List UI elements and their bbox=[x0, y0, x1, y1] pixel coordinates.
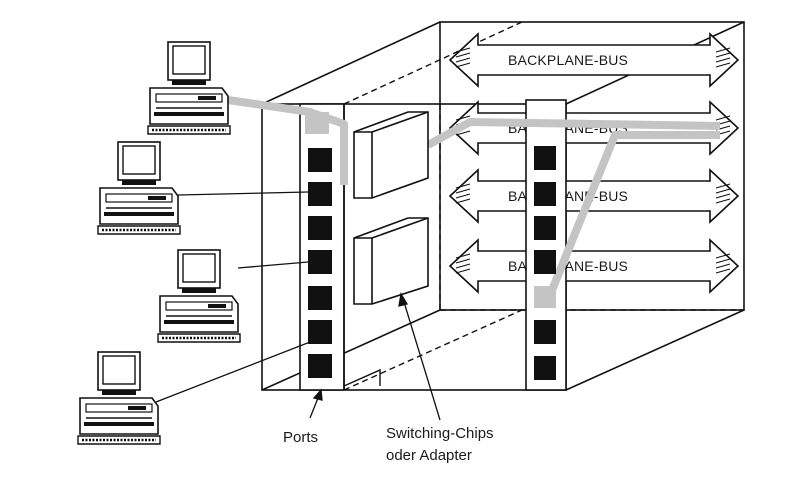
backplane-bus-arrow bbox=[448, 100, 740, 156]
data-path-exit bbox=[534, 286, 556, 308]
bus-hatch-mark bbox=[715, 188, 731, 194]
bus-hatch-mark bbox=[455, 115, 471, 121]
bus-hatch-mark bbox=[455, 263, 471, 269]
ports-right-column bbox=[534, 146, 556, 380]
backplane-bus-arrow bbox=[448, 32, 740, 88]
switching-chip-upper bbox=[353, 111, 429, 199]
bus-hatch-mark bbox=[455, 193, 471, 199]
switching-chip-lower bbox=[353, 217, 429, 305]
bus-hatch-mark bbox=[455, 198, 471, 204]
ports-left-column bbox=[308, 148, 332, 378]
backplane-bus-1: BACKPLANE-BUS bbox=[448, 32, 740, 88]
card-base-detail bbox=[343, 368, 381, 387]
port bbox=[308, 286, 332, 310]
adapter-label: oder Adapter bbox=[386, 447, 472, 464]
bus-hatch-mark bbox=[455, 183, 471, 189]
port bbox=[534, 356, 556, 380]
bus-hatch-mark bbox=[715, 193, 731, 199]
backplane-bus-label: BACKPLANE-BUS bbox=[508, 52, 628, 68]
backplane-bus-4: BACKPLANE-BUS bbox=[448, 238, 740, 294]
computer-3 bbox=[156, 248, 242, 344]
bus-hatch-mark bbox=[715, 198, 731, 204]
port bbox=[308, 182, 332, 206]
bus-hatch-mark bbox=[455, 130, 471, 136]
bus-hatch-mark bbox=[455, 188, 471, 194]
port bbox=[308, 148, 332, 172]
bus-hatch-mark bbox=[715, 115, 731, 121]
port bbox=[308, 216, 332, 240]
port bbox=[534, 182, 556, 206]
computer-4 bbox=[76, 350, 162, 446]
port bbox=[308, 250, 332, 274]
port bbox=[534, 146, 556, 170]
bus-hatch-mark bbox=[715, 47, 731, 53]
network-cables bbox=[155, 191, 311, 403]
bus-hatch-mark bbox=[715, 263, 731, 269]
port-card-left bbox=[299, 103, 345, 391]
port bbox=[534, 250, 556, 274]
switching-chips-label: Switching-Chips bbox=[386, 425, 494, 442]
bus-hatch-mark bbox=[455, 258, 471, 264]
bus-hatch-mark bbox=[715, 268, 731, 274]
ports-label: Ports bbox=[283, 429, 318, 446]
data-path-entry bbox=[305, 112, 329, 134]
bus-hatch-mark bbox=[455, 52, 471, 58]
port-card-right bbox=[525, 99, 567, 391]
bus-hatch-mark bbox=[455, 253, 471, 259]
computer-2 bbox=[96, 140, 182, 236]
bus-hatch-mark bbox=[455, 47, 471, 53]
port bbox=[308, 320, 332, 344]
backplane-bus-group: BACKPLANE-BUSBACKPLANE-BUSBACKPLANE-BUSB… bbox=[448, 32, 740, 294]
bus-hatch-mark bbox=[715, 258, 731, 264]
bus-hatch-mark bbox=[715, 57, 731, 63]
bus-hatch-mark bbox=[455, 268, 471, 274]
port bbox=[308, 354, 332, 378]
bus-hatch-mark bbox=[715, 253, 731, 259]
port bbox=[534, 320, 556, 344]
bus-hatch-mark bbox=[455, 62, 471, 68]
bus-hatch-mark bbox=[715, 62, 731, 68]
bus-hatch-mark bbox=[455, 57, 471, 63]
bus-hatch-mark bbox=[715, 52, 731, 58]
port bbox=[534, 216, 556, 240]
bus-hatch-mark bbox=[715, 183, 731, 189]
label-pointers bbox=[309, 292, 441, 421]
computer-1 bbox=[146, 40, 232, 136]
backplane-bus-arrow bbox=[448, 238, 740, 294]
